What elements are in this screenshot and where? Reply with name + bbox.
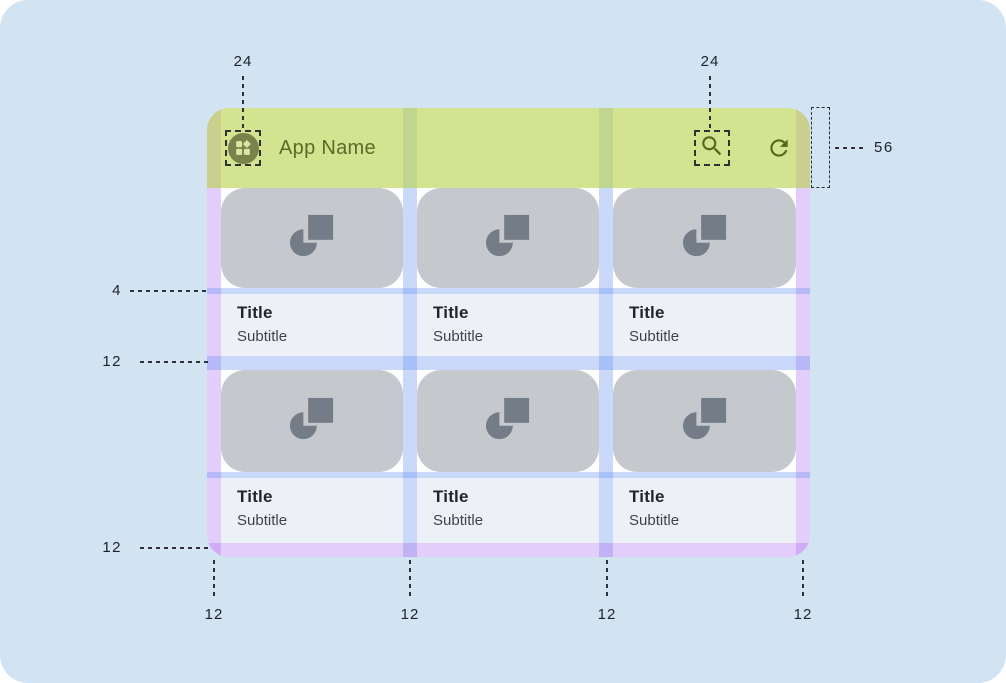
- card-row-2: Title Subtitle Title Subtitle: [221, 370, 796, 543]
- image-placeholder-icon: [289, 396, 335, 447]
- card-image-placeholder: [417, 188, 599, 288]
- measure-label-icon-size-right: 24: [700, 53, 720, 70]
- measure-label-bottom-margin: 12: [102, 539, 122, 556]
- measure-bracket-app-bar: [811, 107, 830, 188]
- card-subtitle: Subtitle: [237, 512, 288, 529]
- measure-label-gutter: 12: [400, 606, 420, 623]
- icon-measure-box: [225, 130, 261, 166]
- card-subtitle: Subtitle: [433, 328, 484, 345]
- image-placeholder-icon: [485, 213, 531, 264]
- measure-label-row-gutter: 12: [102, 353, 122, 370]
- card-image-placeholder: [613, 188, 796, 288]
- card[interactable]: Title Subtitle: [221, 370, 403, 543]
- refresh-icon[interactable]: [766, 135, 792, 161]
- card-title: Title: [629, 303, 665, 322]
- card-text-block: Title Subtitle: [221, 478, 403, 543]
- bottom-margin-overlay: [207, 543, 810, 557]
- card-title: Title: [237, 303, 273, 322]
- card[interactable]: Title Subtitle: [221, 188, 403, 356]
- app-bar: App Name: [207, 108, 810, 188]
- image-placeholder-icon: [682, 396, 728, 447]
- card-text-block: Title Subtitle: [613, 294, 796, 356]
- app-name-title: App Name: [279, 136, 376, 159]
- measure-line: [130, 290, 208, 292]
- measure-line: [802, 560, 804, 600]
- left-margin-overlay: [207, 108, 221, 557]
- image-placeholder-icon: [682, 213, 728, 264]
- app-mockup-frame: Title Subtitle Title Subtitle: [207, 108, 810, 557]
- card[interactable]: Title Subtitle: [417, 370, 599, 543]
- card-title: Title: [237, 487, 273, 506]
- card-row-1: Title Subtitle Title Subtitle: [221, 188, 796, 356]
- measure-label-icon-size-left: 24: [233, 53, 253, 70]
- card-image-placeholder: [613, 370, 796, 472]
- card[interactable]: Title Subtitle: [613, 188, 796, 356]
- measure-line: [709, 76, 711, 128]
- measure-line: [409, 560, 411, 600]
- card-image-placeholder: [221, 188, 403, 288]
- card-text-block: Title Subtitle: [221, 294, 403, 356]
- measure-label-margin: 12: [204, 606, 224, 623]
- measure-label-gap: 4: [112, 282, 122, 299]
- measure-line: [242, 76, 244, 128]
- image-text-gap-overlay: [207, 288, 810, 294]
- card-title: Title: [433, 487, 469, 506]
- measure-line: [606, 560, 608, 600]
- measure-label-app-bar-height: 56: [874, 139, 894, 156]
- card-text-block: Title Subtitle: [417, 294, 599, 356]
- card[interactable]: Title Subtitle: [417, 188, 599, 356]
- card-title: Title: [433, 303, 469, 322]
- row-gutter-overlay: [207, 356, 810, 370]
- card-image-placeholder: [417, 370, 599, 472]
- card-subtitle: Subtitle: [433, 512, 484, 529]
- measure-line: [835, 147, 867, 149]
- right-margin-overlay: [796, 108, 810, 557]
- card-text-block: Title Subtitle: [613, 478, 796, 543]
- image-placeholder-icon: [289, 213, 335, 264]
- card-subtitle: Subtitle: [629, 328, 680, 345]
- card-subtitle: Subtitle: [629, 512, 680, 529]
- card-subtitle: Subtitle: [237, 328, 288, 345]
- column-gutter-overlay: [599, 108, 613, 557]
- icon-measure-box: [694, 130, 730, 166]
- measure-label-gutter: 12: [597, 606, 617, 623]
- column-gutter-overlay: [403, 108, 417, 557]
- search-icon[interactable]: [699, 133, 725, 164]
- image-text-gap-overlay: [207, 472, 810, 478]
- measure-line: [213, 560, 215, 600]
- card-title: Title: [629, 487, 665, 506]
- card-text-block: Title Subtitle: [417, 478, 599, 543]
- app-logo-icon: [227, 132, 259, 164]
- card-image-placeholder: [221, 370, 403, 472]
- card[interactable]: Title Subtitle: [613, 370, 796, 543]
- measure-label-margin: 12: [793, 606, 813, 623]
- measure-line: [140, 361, 208, 363]
- image-placeholder-icon: [485, 396, 531, 447]
- measure-line: [140, 547, 208, 549]
